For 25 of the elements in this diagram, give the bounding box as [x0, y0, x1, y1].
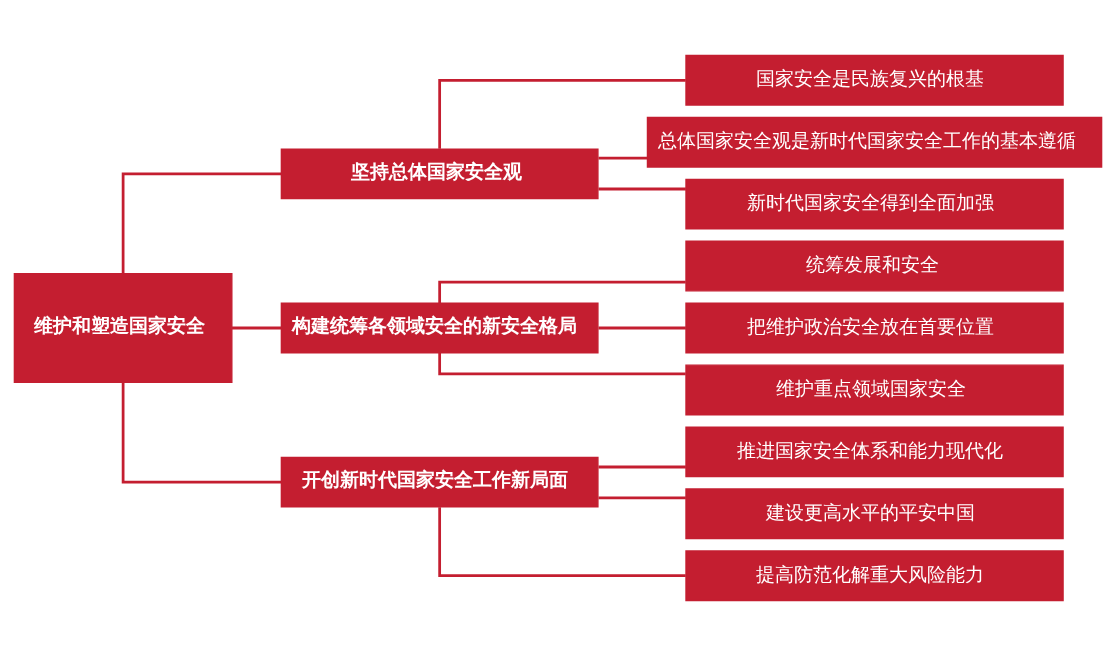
- node-box: 建设更高水平的平安中国: [685, 488, 1064, 540]
- node-box: 把维护政治安全放在首要位置: [685, 302, 1064, 354]
- node-box: 维护重点领域国家安全: [685, 364, 1064, 416]
- connector: [598, 187, 686, 191]
- connector: [121, 172, 282, 274]
- node-box: 推进国家安全体系和能力现代化: [685, 426, 1064, 478]
- node-box: 开创新时代国家安全工作新局面: [280, 456, 599, 508]
- connector: [598, 326, 686, 330]
- node-box: 提高防范化解重大风险能力: [685, 550, 1064, 602]
- node-box: 总体国家安全观是新时代国家安全工作的基本遵循: [646, 116, 1103, 168]
- node-box: 构建统筹各领域安全的新安全格局: [280, 302, 599, 354]
- connector: [438, 507, 686, 578]
- connector: [598, 496, 686, 500]
- node-box: 新时代国家安全得到全面加强: [685, 178, 1064, 230]
- node-box: 维护和塑造国家安全: [13, 272, 233, 384]
- connector: [438, 78, 686, 149]
- connector: [598, 156, 648, 160]
- node-box: 坚持总体国家安全观: [280, 148, 599, 200]
- connector: [232, 326, 282, 330]
- connector: [121, 382, 282, 484]
- connector: [438, 353, 686, 376]
- node-box: 国家安全是民族复兴的根基: [685, 54, 1064, 106]
- connector: [598, 465, 686, 469]
- node-box: 统筹发展和安全: [685, 240, 1064, 292]
- connector: [438, 280, 686, 303]
